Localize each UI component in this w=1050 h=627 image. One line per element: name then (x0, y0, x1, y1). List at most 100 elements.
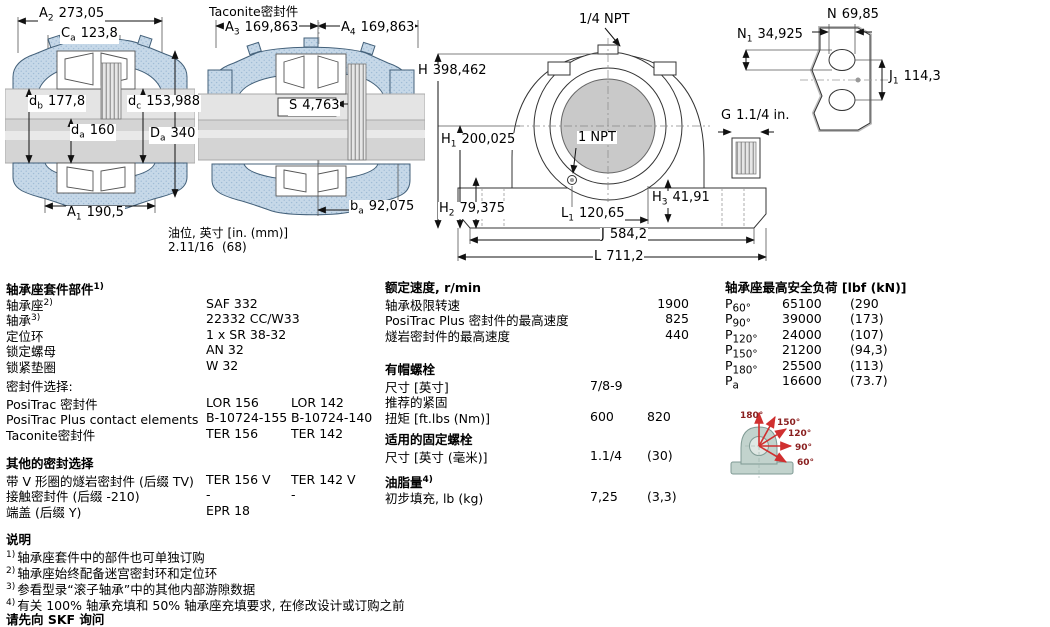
notes-title: 说明 (6, 532, 380, 548)
row-label: 燧岩密封件的最高速度 (385, 327, 510, 345)
table-row: 燧岩密封件的最高速度 440 (385, 327, 715, 343)
row-value-1: EPR 18 (206, 503, 250, 519)
angle-label-120: 120° (788, 429, 811, 439)
table-row: PosiTrac Plus contact elements B-10724-1… (6, 410, 380, 426)
row-value-1: 22332 CC/W33 (206, 311, 300, 327)
row-label: 锁紧垫圈 (6, 358, 56, 376)
table-row: PosiTrac 密封件 LOR 156 LOR 142 (6, 395, 380, 411)
row-value-1: W 32 (206, 358, 238, 374)
load-symbol: Pa (725, 373, 739, 394)
footnote-text: 有关 100% 轴承充填和 50% 轴承座充填要求, 在修改设计或订购之前 (17, 598, 404, 613)
load-row: P150° 21200 (94,3) (725, 342, 1047, 358)
footnote-text: 轴承座套件中的部件也可单独订购 (17, 550, 205, 565)
table-row: 端盖 (后缀 Y) EPR 18 (6, 503, 380, 519)
row-label: 尺寸 [英寸 (毫米)] (385, 448, 487, 466)
angle-label-150: 150° (777, 418, 800, 428)
row-label: Taconite密封件 (6, 426, 95, 444)
oil-level-value-mm: (68) (222, 240, 247, 254)
row-value-1: TER 156 (206, 426, 258, 442)
footnote: 2)轴承座始终配备迷宫密封环和定位环 (6, 564, 380, 580)
load-value-lbf: 16600 (782, 373, 822, 389)
load-value-lbf: 21200 (782, 342, 822, 358)
drawing-section-taconite-seals (198, 14, 425, 224)
load-value-kn: (113) (850, 358, 884, 374)
table-row: 推荐的紧固 (385, 393, 715, 409)
row-value-1: LOR 156 (206, 395, 259, 411)
load-value-kn: (94,3) (850, 342, 888, 358)
section-title-cap-bolts: 有帽螺栓 (385, 362, 715, 378)
section-grease: 油脂量4) 初步填充, lb (kg) 7,25 (3,3) (385, 473, 715, 504)
load-value-lbf: 65100 (782, 296, 822, 312)
load-row: P180° 25500 (113) (725, 358, 1047, 374)
load-value-lbf: 39000 (782, 311, 822, 327)
load-value-lbf: 25500 (782, 358, 822, 374)
footnote: 3)参看型录“滚子轴承”中的其他内部游隙数据 (6, 580, 380, 596)
load-row: P60° 65100 (290 (725, 296, 1047, 312)
row-value-1: 1900 (647, 296, 689, 312)
row-value-1: TER 156 V (206, 472, 271, 488)
table-speeds-bolts-grease: 额定速度, r/min 轴承极限转速 1900 PosiTrac Plus 密封… (385, 280, 715, 504)
section-speeds: 额定速度, r/min 轴承极限转速 1900 PosiTrac Plus 密封… (385, 280, 715, 342)
row-value-2: - (291, 487, 296, 503)
footnote-number: 3) (6, 582, 15, 592)
section-title-attachment-bolts: 适用的固定螺栓 (385, 432, 715, 448)
notes-list: 1)轴承座套件中的部件也可单独订购 2)轴承座始终配备迷宫密封环和定位环 3)参… (6, 548, 380, 612)
section-title-speeds: 额定速度, r/min (385, 280, 715, 296)
speeds-rows: 轴承极限转速 1900 PosiTrac Plus 密封件的最高速度 825 燧… (385, 296, 715, 343)
row-value-1: 825 (647, 311, 689, 327)
footnote: 1)轴承座套件中的部件也可单独订购 (6, 548, 380, 564)
other-seals-rows: 带 V 形圈的燧岩密封件 (后缀 TV) TER 156 V TER 142 V… (6, 472, 380, 519)
load-value-kn: (107) (850, 327, 884, 343)
section-title-grease: 油脂量4) (385, 473, 715, 489)
footnote-number: 4) (6, 598, 15, 608)
section-title-safe-loads: 轴承座最高安全负荷 [lbf (kN)] (725, 280, 1047, 296)
row-label: 端盖 (后缀 Y) (6, 503, 81, 521)
row-value-2: TER 142 (291, 426, 343, 442)
angle-label-90: 90° (795, 443, 812, 453)
row-value-1: 600 (590, 409, 614, 425)
row-value-2: LOR 142 (291, 395, 344, 411)
row-value-1: B-10724-155 (206, 410, 287, 426)
table-row: 接触密封件 (后缀 -210) - - (6, 487, 380, 503)
safe-loads-rows: P60° 65100 (290 P90° 39000 (173) P120° 2… (725, 296, 1047, 389)
load-row: P120° 24000 (107) (725, 327, 1047, 343)
table-row: 初步填充, lb (kg) 7,25 (3,3) (385, 489, 715, 505)
dim-one-npt: 1 NPT (577, 131, 617, 144)
row-value-1: 1.1/4 (590, 448, 622, 464)
table-row: 定位环 1 x SR 38-32 (6, 327, 380, 343)
section-title-seal-selection: 密封件选择: (6, 379, 380, 395)
table-row: 锁定螺母 AN 32 (6, 342, 380, 358)
angle-label-180: 180° (740, 411, 763, 421)
load-value-kn: (290 (850, 296, 879, 312)
table-row: Taconite密封件 TER 156 TER 142 (6, 426, 380, 442)
table-row: 带 V 形圈的燧岩密封件 (后缀 TV) TER 156 V TER 142 V (6, 472, 380, 488)
row-value-1: 7,25 (590, 489, 618, 505)
row-value-2: 820 (647, 409, 671, 425)
table-row: 轴承3) 22332 CC/W33 (6, 311, 380, 327)
load-value-lbf: 24000 (782, 327, 822, 343)
row-value-1: 1 x SR 38-32 (206, 327, 286, 343)
angle-label-60: 60° (797, 458, 814, 468)
row-value-1: AN 32 (206, 342, 244, 358)
footnote: 4)有关 100% 轴承充填和 50% 轴承座充填要求, 在修改设计或订购之前 (6, 596, 380, 612)
row-value-1: 7/8-9 (590, 378, 623, 394)
table-row: 扭矩 [ft.lbs (Nm)] 600 820 (385, 409, 715, 425)
row-value-2: (30) (647, 448, 673, 464)
components-rows: 轴承座2) SAF 332 轴承3) 22332 CC/W33 定位环 1 x … (6, 296, 380, 374)
dim-quarter-npt: 1/4 NPT (578, 13, 631, 26)
row-value-1: - (206, 487, 211, 503)
oil-level-value-in: 2.11/16 (168, 240, 214, 254)
load-row: Pa 16600 (73.7) (725, 373, 1047, 389)
footnote-text: 参看型录“滚子轴承”中的其他内部游隙数据 (17, 582, 255, 597)
